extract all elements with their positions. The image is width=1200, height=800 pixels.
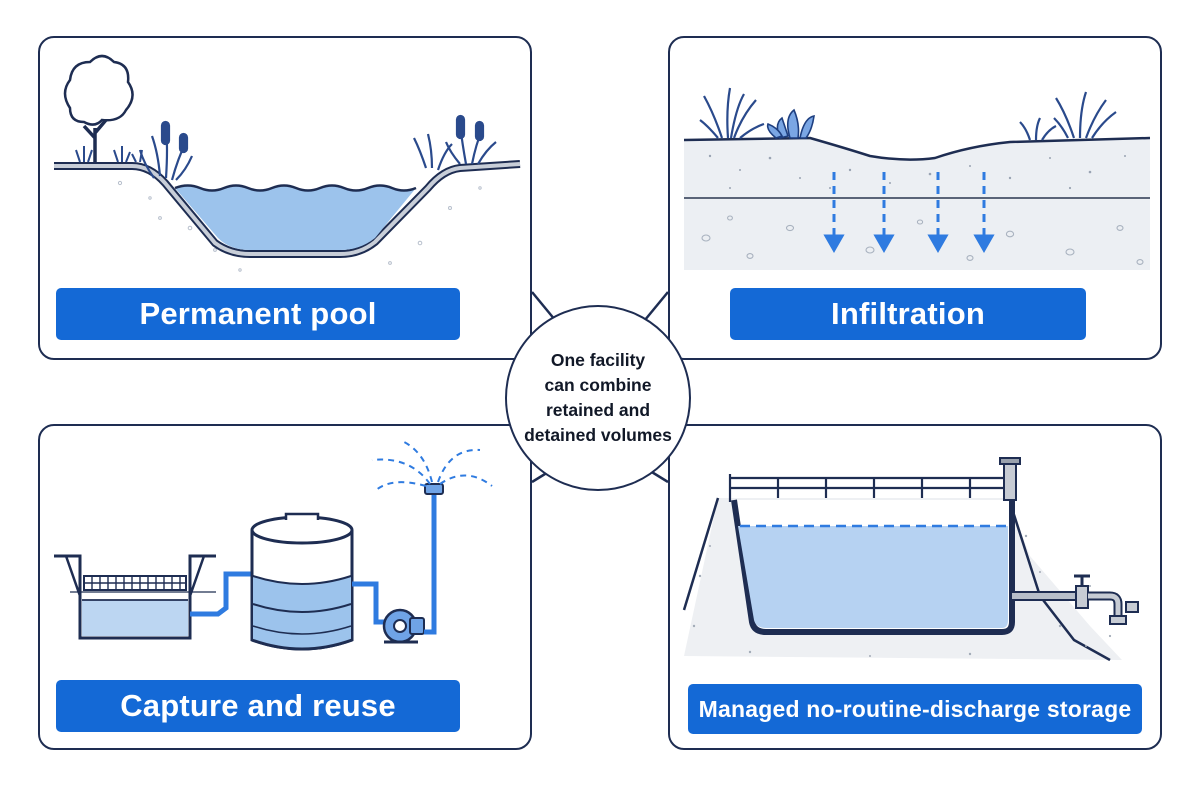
pond-water [175, 185, 416, 250]
panel-label: Capture and reuse [56, 680, 460, 732]
panel-label: Permanent pool [56, 288, 460, 340]
panel-infiltration: Infiltration [668, 36, 1162, 360]
valve-icon [1074, 574, 1139, 625]
center-line: detained volumes [524, 425, 672, 445]
soil-layer [684, 138, 1150, 270]
tree-icon [63, 54, 134, 163]
permanent-pool-illustration [54, 54, 521, 272]
collection-basin [54, 554, 216, 640]
pump-icon [382, 608, 425, 644]
panel-managed-storage: Managed no-routine-discharge storage [668, 424, 1162, 750]
center-callout-text: One facility can combine retained and de… [518, 348, 678, 448]
infiltration-illustration [683, 87, 1151, 270]
panel-permanent-pool: Permanent pool [38, 36, 532, 360]
shrub-icon [766, 108, 815, 139]
center-line: One facility [550, 350, 646, 370]
managed-storage-illustration [682, 457, 1139, 662]
fence [728, 474, 1012, 502]
center-line: retained and [545, 400, 651, 420]
cattail-icon [413, 114, 497, 171]
storage-tank [250, 512, 354, 651]
arrow-down-icon [823, 172, 995, 254]
panel-capture-and-reuse: Capture and reuse [38, 424, 532, 750]
panel-label: Managed no-routine-discharge storage [688, 684, 1142, 734]
panel-label: Infiltration [730, 288, 1086, 340]
center-line: can combine [544, 375, 652, 395]
grass-icon [1019, 91, 1117, 141]
grass-icon [699, 87, 765, 139]
sprinkler-icon [371, 439, 493, 495]
cattail-icon [138, 120, 194, 181]
grass-icon [75, 146, 143, 163]
center-callout: One facility can combine retained and de… [505, 305, 691, 491]
capture-reuse-illustration [54, 439, 493, 651]
